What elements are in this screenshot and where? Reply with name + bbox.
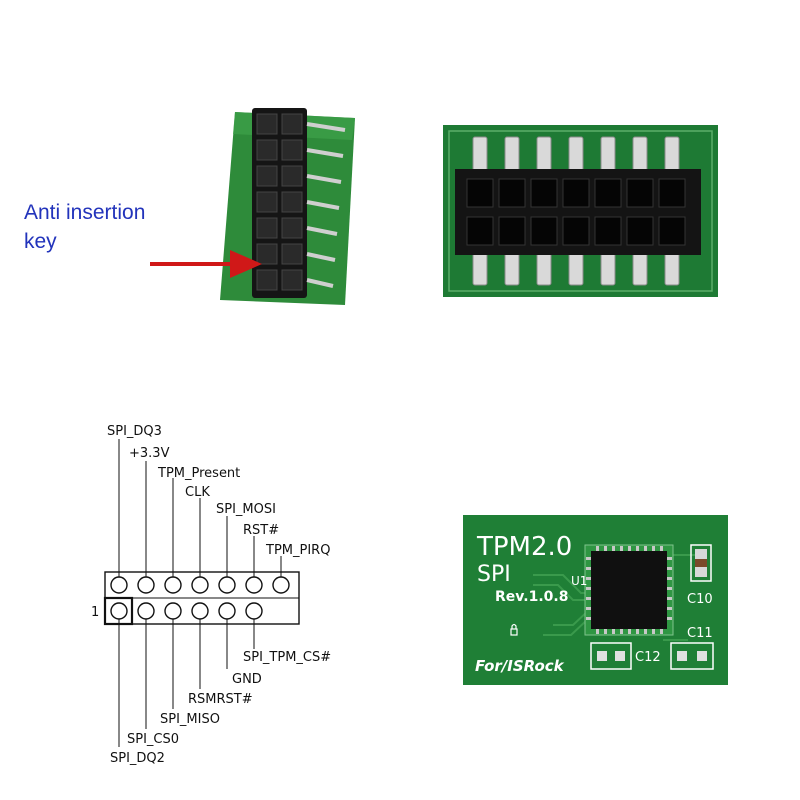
label-3v3: +3.3V bbox=[129, 446, 170, 461]
side-pins bbox=[306, 122, 346, 288]
board-bus: SPI bbox=[477, 562, 511, 587]
board-revision: Rev.1.0.8 bbox=[495, 589, 568, 605]
tpm-board-photo: TPM2.0 SPI U1 Rev.1.0.8 C10 C11 C12 For/… bbox=[463, 515, 728, 685]
capacitor-c10 bbox=[690, 544, 712, 582]
label-spi-tpm-cs: SPI_TPM_CS# bbox=[243, 650, 331, 665]
label-spi-miso: SPI_MISO bbox=[160, 712, 220, 727]
cap-c12-label: C12 bbox=[635, 650, 661, 665]
cap-c10-label: C10 bbox=[687, 592, 713, 607]
label-spi-mosi: SPI_MOSI bbox=[216, 502, 276, 517]
pin1-number: 1 bbox=[91, 605, 99, 620]
label-gnd: GND bbox=[232, 672, 262, 687]
top-view-photo bbox=[443, 125, 718, 297]
label-rsmrst: RSMRST# bbox=[188, 692, 253, 707]
label-tpm-pirq: TPM_PIRQ bbox=[265, 543, 330, 558]
chip-ref: U1 bbox=[571, 574, 587, 588]
capacitor-c12 bbox=[590, 642, 632, 670]
label-spi-cs0: SPI_CS0 bbox=[127, 732, 179, 747]
annotation-line-1: Anti insertion bbox=[24, 201, 146, 224]
label-spi-dq2: SPI_DQ2 bbox=[110, 751, 165, 766]
label-spi-dq3: SPI_DQ3 bbox=[107, 424, 162, 439]
tpm-chip bbox=[591, 551, 667, 629]
side-view-photo bbox=[150, 108, 355, 305]
capacitor-c11 bbox=[670, 642, 714, 670]
top-leaders bbox=[118, 439, 282, 577]
anti-insertion-annotation: Anti insertion key bbox=[24, 198, 145, 256]
board-title: TPM2.0 bbox=[476, 532, 572, 562]
header-sockets bbox=[256, 113, 303, 291]
top-pins bbox=[472, 136, 680, 286]
lock-icon bbox=[510, 623, 518, 636]
board-brand: For/ISRock bbox=[475, 657, 565, 675]
pinout-diagram: 1 SPI_DQ3 +3.3V TPM_Present CLK SPI_MOSI… bbox=[91, 424, 331, 766]
label-tpm-present: TPM_Present bbox=[157, 466, 240, 481]
top-sockets bbox=[466, 178, 686, 246]
cap-c11-label: C11 bbox=[687, 626, 713, 641]
label-clk: CLK bbox=[185, 485, 210, 500]
pin-circles bbox=[110, 576, 290, 620]
arrow-icon bbox=[230, 250, 262, 278]
label-rst: RST# bbox=[243, 523, 279, 538]
board-traces bbox=[533, 554, 698, 641]
chip-pins bbox=[586, 546, 672, 634]
annotation-line-2: key bbox=[24, 230, 57, 253]
bottom-leaders bbox=[118, 619, 255, 747]
